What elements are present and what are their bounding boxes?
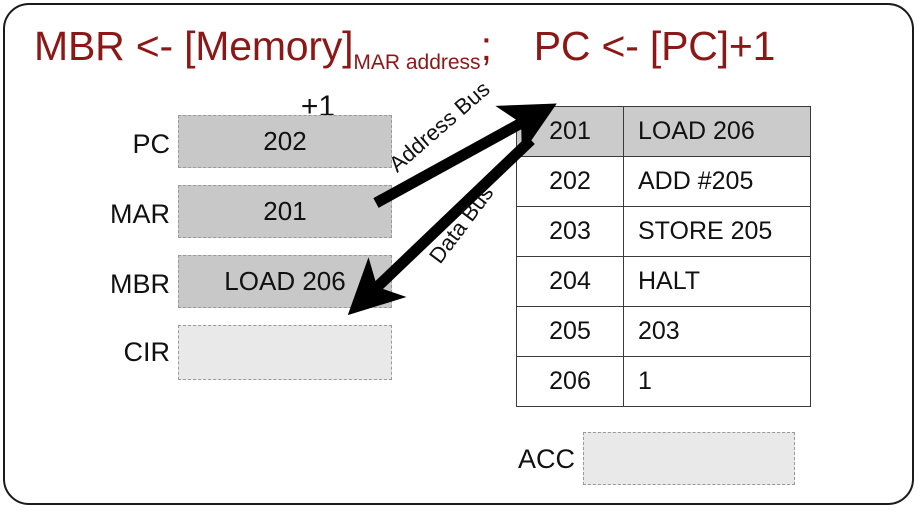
register-label-cir: CIR xyxy=(123,337,171,367)
register-label-pc: PC xyxy=(132,129,170,159)
memory-contents: 1 xyxy=(623,356,811,407)
title-subscript: MAR address xyxy=(353,51,481,74)
memory-contents: ADD #205 xyxy=(623,156,811,207)
table-row[interactable]: 202 ADD #205 xyxy=(516,156,811,207)
title-part-1: MBR <- [Memory] xyxy=(34,23,354,69)
register-label-mar: MAR xyxy=(110,199,170,229)
slide-frame-border xyxy=(3,3,914,505)
memory-address: 203 xyxy=(516,206,624,257)
table-row[interactable]: 201 LOAD 206 xyxy=(516,106,811,157)
table-row[interactable]: 204 HALT xyxy=(516,256,811,307)
memory-address: 204 xyxy=(516,256,624,307)
memory-address: 202 xyxy=(516,156,624,207)
memory-contents: STORE 205 xyxy=(623,206,811,257)
register-box-acc[interactable] xyxy=(583,432,795,485)
table-row[interactable]: 205 203 xyxy=(516,306,811,357)
register-box-pc[interactable]: 202 xyxy=(178,115,392,168)
page-title: MBR <- [Memory]MAR address; PC <- [PC]+1 xyxy=(34,18,904,74)
register-box-cir[interactable] xyxy=(178,325,392,380)
table-row[interactable]: 206 1 xyxy=(516,356,811,407)
memory-contents: HALT xyxy=(623,256,811,307)
memory-address: 206 xyxy=(516,356,624,407)
table-row[interactable]: 203 STORE 205 xyxy=(516,206,811,257)
memory-contents: LOAD 206 xyxy=(623,106,811,157)
memory-address: 205 xyxy=(516,306,624,357)
register-label-mbr: MBR xyxy=(110,269,170,299)
register-label-acc: ACC xyxy=(517,444,575,474)
title-part-2: PC <- [PC]+1 xyxy=(533,23,776,69)
memory-contents: 203 xyxy=(623,306,811,357)
register-box-mbr[interactable]: LOAD 206 xyxy=(178,255,392,308)
memory-address: 201 xyxy=(516,106,624,157)
memory-table: 201 LOAD 206 202 ADD #205 203 STORE 205 … xyxy=(516,106,811,407)
register-box-mar[interactable]: 201 xyxy=(178,185,392,238)
title-separator: ; xyxy=(480,23,492,69)
